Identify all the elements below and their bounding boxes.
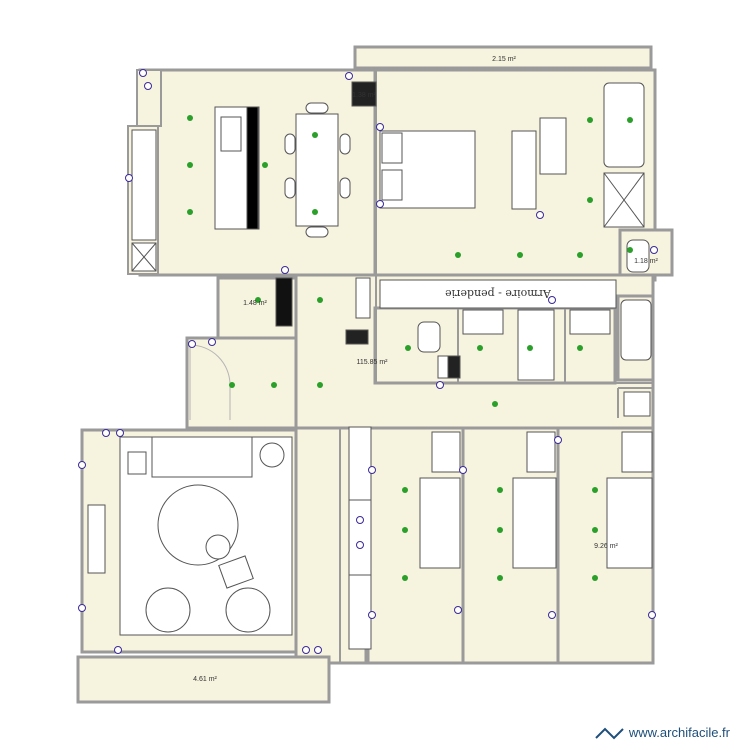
tiny-closet-1	[351, 81, 377, 107]
tv-unit	[87, 504, 106, 574]
double-sink	[539, 117, 567, 175]
wardrobe-label: Armoire - penderie	[445, 287, 552, 300]
side-table	[259, 442, 285, 468]
area-label-top-balcony: 2.15 m²	[492, 56, 516, 63]
chair	[284, 177, 296, 199]
bath-sink	[569, 309, 611, 335]
armchair	[145, 587, 191, 633]
bath-sink	[462, 309, 504, 335]
nightstand	[381, 169, 403, 201]
hall-cabinet	[348, 426, 372, 650]
toilet	[417, 321, 441, 353]
column	[355, 277, 371, 319]
area-label-bottom-balcony: 4.61 m²	[193, 676, 217, 683]
kitchen	[131, 81, 377, 272]
island-wall	[246, 106, 259, 230]
bathtub	[603, 82, 645, 168]
chair	[339, 133, 351, 155]
entry-door	[189, 344, 231, 420]
tiny-closet-3	[447, 355, 461, 379]
magazine-table	[218, 555, 254, 589]
coffee-table-center	[205, 534, 231, 560]
small-bath-fixtures	[275, 277, 371, 327]
area-label-tiny-closet: 1.38 m²	[352, 92, 376, 99]
master-bedroom-furniture	[379, 82, 650, 273]
sink-icon	[220, 116, 242, 152]
single-bed	[419, 477, 461, 569]
wardrobe-small	[526, 431, 556, 473]
power-outlets	[78, 69, 658, 654]
kitchen-column	[136, 69, 162, 127]
utility-box	[345, 329, 369, 345]
ceiling-lights	[187, 115, 633, 581]
small-bath-wall	[275, 277, 293, 327]
armchair	[225, 587, 271, 633]
archifacile-logo-icon	[595, 726, 625, 740]
chair	[284, 133, 296, 155]
living-furniture	[87, 436, 293, 636]
area-label-small-bath: 1.48 m²	[243, 300, 267, 307]
right-bath-tub	[620, 299, 652, 361]
top-balcony	[353, 45, 653, 70]
area-label-bedroom-right: 9.26 m²	[594, 543, 618, 550]
chair	[305, 102, 329, 114]
watermark: www.archifacile.fr	[595, 725, 730, 740]
area-label-wc: 1.18 m²	[634, 258, 658, 265]
watermark-text[interactable]: www.archifacile.fr	[628, 725, 730, 740]
entry-area	[185, 336, 298, 430]
single-bed	[512, 477, 557, 569]
shower	[517, 309, 555, 381]
dining-table	[295, 113, 339, 227]
area-label-main: 115.85 m²	[357, 359, 389, 366]
bedroom-furniture	[419, 431, 653, 569]
bottom-balcony	[76, 655, 331, 704]
toilet	[626, 239, 650, 273]
wardrobe-group: Armoire - penderie	[379, 279, 617, 309]
wardrobe	[379, 279, 617, 309]
single-bed	[606, 477, 653, 569]
chair	[339, 177, 351, 199]
kitchen-counter	[131, 129, 157, 241]
wardrobe-small	[431, 431, 461, 473]
right-bath-sink	[623, 391, 651, 417]
ottoman	[127, 451, 147, 475]
bathroom-fixtures	[345, 299, 652, 417]
desk	[511, 130, 537, 210]
chair	[305, 226, 329, 238]
sofa	[151, 436, 253, 478]
wardrobe-small	[621, 431, 653, 473]
nightstand	[381, 132, 403, 164]
